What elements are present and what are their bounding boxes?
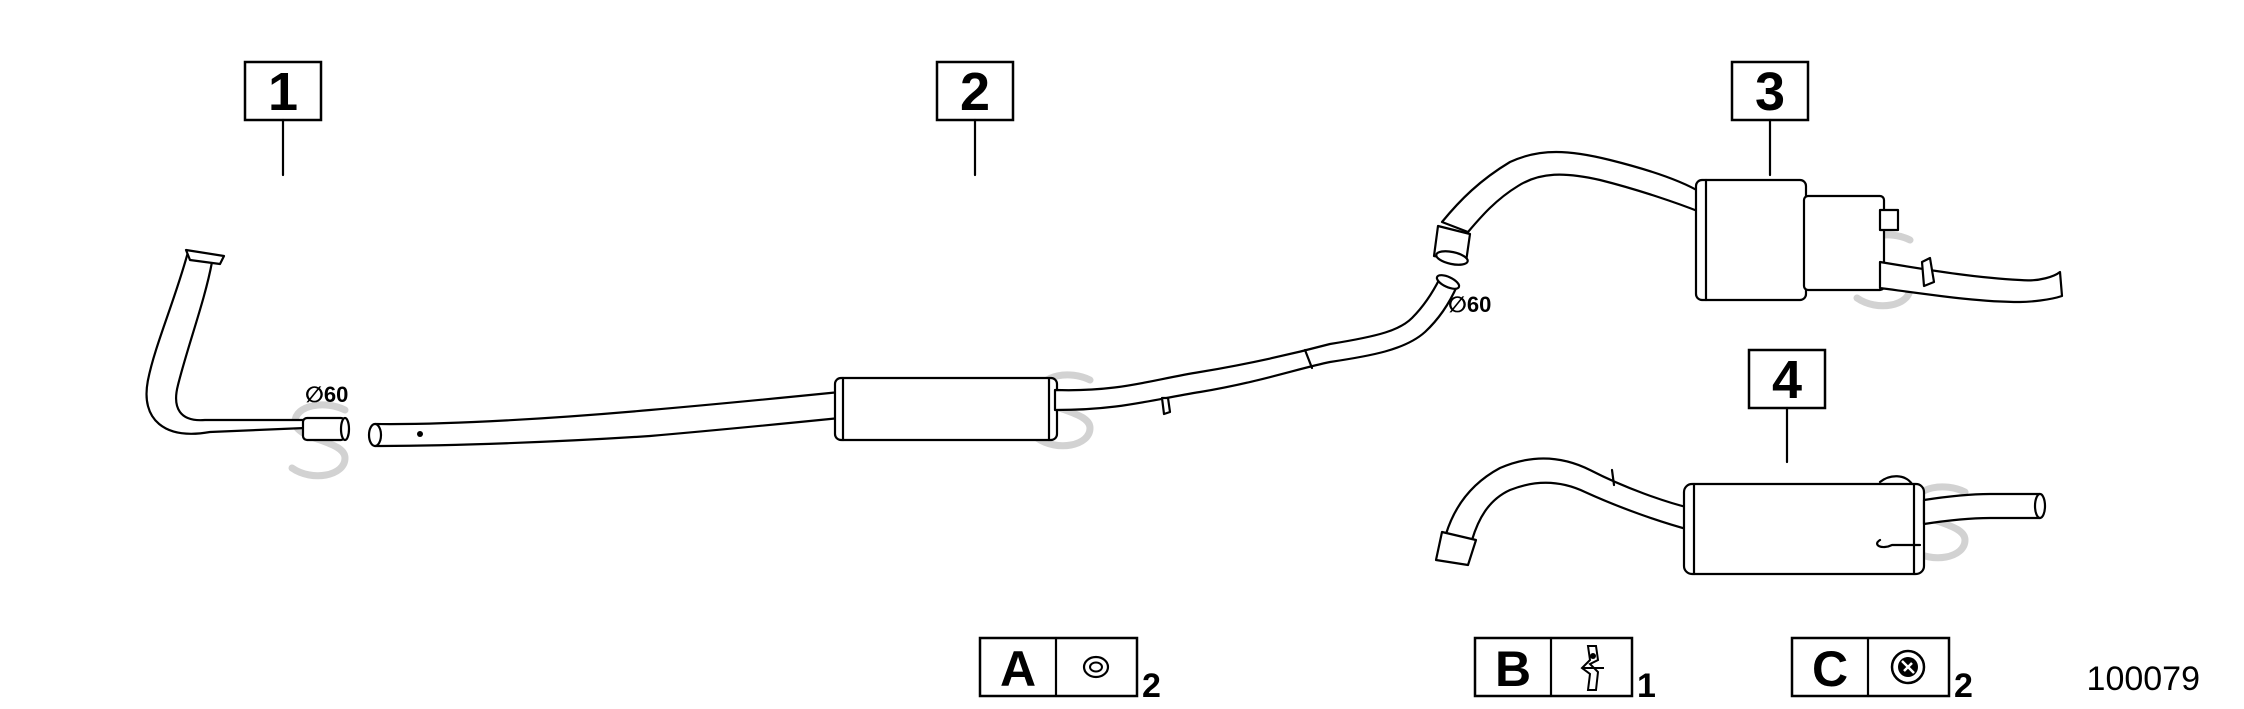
legend-qty-a: 2 — [1142, 667, 1161, 705]
callout-4: 4 — [1747, 348, 1827, 464]
part-rear-silencer-upper — [1432, 150, 2064, 304]
callout-3: 3 — [1730, 60, 1810, 177]
callout-3-number: 3 — [1755, 62, 1785, 122]
legend-item-a: A 2 — [978, 636, 1161, 705]
callout-1-number: 1 — [268, 62, 298, 122]
diameter-label-rear: ∅60 — [1448, 292, 1491, 317]
diameter-label-front: ∅60 — [305, 382, 348, 407]
part-rear-silencer-lower — [1434, 457, 2047, 576]
callout-2-number: 2 — [960, 62, 990, 122]
clamp-icon — [1580, 645, 1604, 691]
callout-4-number: 4 — [1772, 350, 1802, 410]
part-front-pipe: ∅60 — [145, 248, 351, 442]
legend-letter-c: C — [1812, 641, 1848, 697]
rubber-mount-icon — [1890, 649, 1926, 685]
legend-item-b: B 1 — [1473, 636, 1656, 705]
sealing-ring-icon — [1082, 655, 1110, 679]
legend-letter-a: A — [1000, 641, 1036, 697]
callout-1: 1 — [243, 60, 323, 177]
legend-qty-b: 1 — [1637, 667, 1656, 705]
callout-2: 2 — [935, 60, 1015, 177]
legend-item-c: C 2 — [1790, 636, 1973, 705]
part-center-pipe: ∅60 — [367, 274, 1491, 448]
legend-letter-b: B — [1495, 641, 1531, 697]
reference-number: 100079 — [2087, 660, 2200, 698]
legend-qty-c: 2 — [1954, 667, 1973, 705]
